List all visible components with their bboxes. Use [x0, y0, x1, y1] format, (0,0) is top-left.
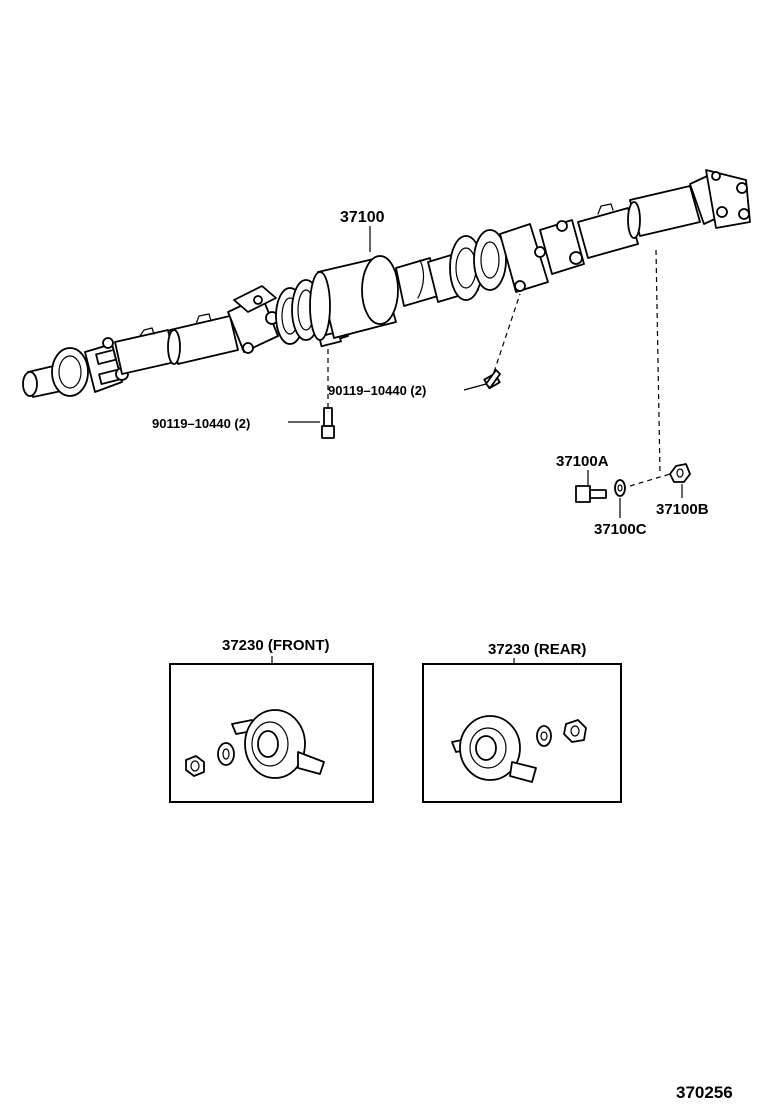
- figure-number: 370256: [676, 1083, 733, 1102]
- lower-bolt: [321, 346, 335, 439]
- nut-37100b: [669, 463, 691, 483]
- upper-bolt: [483, 293, 521, 390]
- label-37100b: 37100B: [656, 501, 709, 518]
- label-37230-front: 37230 (FRONT): [222, 637, 330, 654]
- rear-universal-joint: [539, 219, 585, 275]
- front-spline-tube: [114, 313, 239, 375]
- bolt-37100a: [575, 485, 607, 503]
- inset-bearing-rear: 37230 (REAR): [422, 641, 622, 803]
- front-universal-joint: [51, 337, 129, 397]
- label-37230-rear: 37230 (REAR): [488, 641, 586, 658]
- rear-flange-yoke: [689, 169, 751, 229]
- propeller-shaft-assembly: [22, 169, 751, 398]
- label-37100a: 37100A: [556, 453, 609, 470]
- inset-bearing-front: 37230 (FRONT): [169, 637, 374, 803]
- main-tube: [309, 255, 439, 341]
- label-bolt-lower: 90119–10440 (2): [152, 416, 250, 431]
- label-37100: 37100: [340, 209, 385, 226]
- washer-37100c: [614, 479, 626, 497]
- label-37100c: 37100C: [594, 521, 647, 538]
- middle-universal-joint: [227, 285, 279, 354]
- label-bolt-upper: 90119–10440 (2): [328, 383, 426, 398]
- rear-spline-tube: [577, 185, 701, 259]
- rear-center-bearing: [473, 223, 549, 293]
